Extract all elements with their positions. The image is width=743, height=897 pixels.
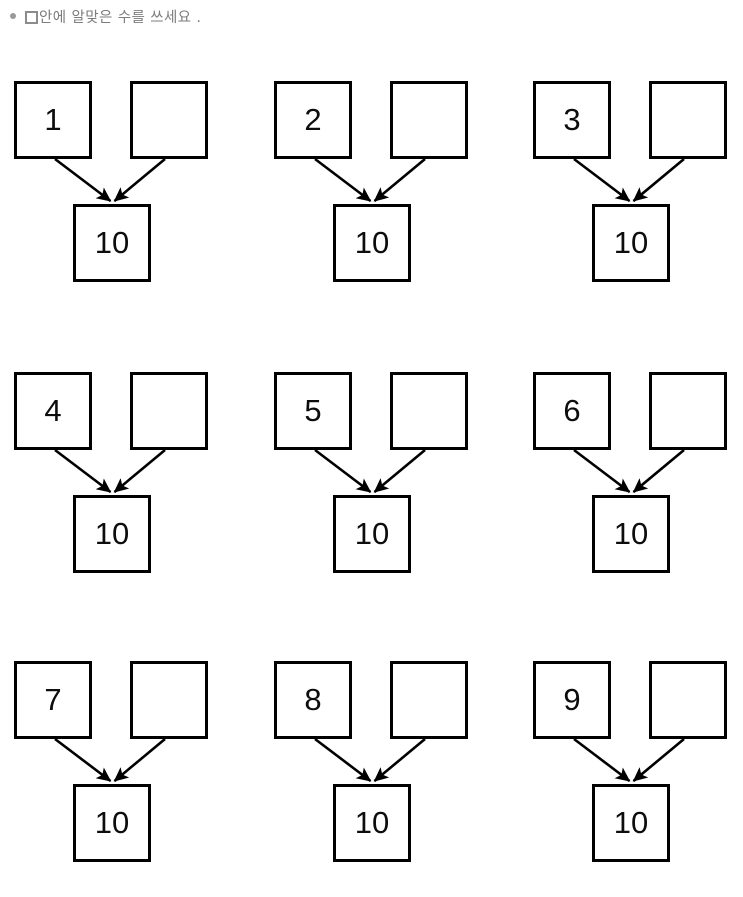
arrow-right-to-sum [632,738,685,782]
blank-square-icon [25,10,38,24]
arrow-left-to-sum [314,448,372,494]
addend-left-box-4[interactable]: 4 [14,372,92,450]
addend-left-box-8[interactable]: 8 [274,661,352,739]
number-bond-4: 4 10 [14,372,214,577]
addend-right-box-4[interactable] [130,372,208,450]
addend-right-box-7[interactable] [130,661,208,739]
number-bond-9: 9 10 [533,661,733,866]
bond-arrows-8 [314,737,426,783]
arrow-right-to-sum [373,738,426,782]
instruction-line: 안에 알맞은 수를 쓰세요 . [10,4,201,28]
number-bond-5: 5 10 [274,372,474,577]
addend-left-box-6[interactable]: 6 [533,372,611,450]
sum-box-8[interactable]: 10 [333,784,411,862]
addend-left-value-8: 8 [304,681,322,717]
bond-arrows-5 [314,448,426,494]
addend-left-box-1[interactable]: 1 [14,81,92,159]
addend-left-value-7: 7 [44,681,62,717]
arrow-left-to-sum [573,157,631,203]
number-bond-8: 8 10 [274,661,474,866]
addend-left-box-2[interactable]: 2 [274,81,352,159]
addend-right-box-5[interactable] [390,372,468,450]
arrow-right-to-sum [632,158,685,202]
sum-value-4: 10 [94,515,130,551]
sum-box-5[interactable]: 10 [333,495,411,573]
number-bond-1: 1 10 [14,81,214,286]
addend-right-box-8[interactable] [390,661,468,739]
addend-left-value-6: 6 [563,392,581,428]
addend-right-box-1[interactable] [130,81,208,159]
addend-left-value-4: 4 [44,392,62,428]
bond-arrows-9 [573,737,685,783]
bond-arrows-2 [314,157,426,203]
instruction-text: 안에 알맞은 수를 쓰세요 . [39,9,202,26]
arrow-right-to-sum [373,158,426,202]
sum-value-6: 10 [613,515,649,551]
sum-value-5: 10 [354,515,390,551]
addend-left-value-3: 3 [563,101,581,137]
number-bond-2: 2 10 [274,81,474,286]
addend-left-value-2: 2 [304,101,322,137]
arrow-left-to-sum [54,448,112,494]
arrow-left-to-sum [54,737,112,783]
bond-arrows-1 [54,157,166,203]
arrow-right-to-sum [113,449,166,493]
bond-arrows-7 [54,737,166,783]
arrow-right-to-sum [113,158,166,202]
addend-left-box-9[interactable]: 9 [533,661,611,739]
arrow-left-to-sum [573,737,631,783]
sum-value-8: 10 [354,804,390,840]
arrow-right-to-sum [373,449,426,493]
addend-left-box-7[interactable]: 7 [14,661,92,739]
bond-arrows-6 [573,448,685,494]
addend-left-value-1: 1 [44,101,62,137]
bullet-point-icon [10,13,16,19]
number-bond-7: 7 10 [14,661,214,866]
arrow-left-to-sum [54,157,112,203]
addend-left-value-9: 9 [563,681,581,717]
arrow-left-to-sum [314,737,372,783]
number-bond-6: 6 10 [533,372,733,577]
sum-value-9: 10 [613,804,649,840]
sum-value-7: 10 [94,804,130,840]
bond-arrows-4 [54,448,166,494]
sum-box-1[interactable]: 10 [73,204,151,282]
sum-value-3: 10 [613,224,649,260]
sum-box-9[interactable]: 10 [592,784,670,862]
sum-value-2: 10 [354,224,390,260]
arrow-right-to-sum [632,449,685,493]
addend-left-box-3[interactable]: 3 [533,81,611,159]
number-bond-3: 3 10 [533,81,733,286]
arrow-left-to-sum [573,448,631,494]
sum-box-6[interactable]: 10 [592,495,670,573]
sum-box-4[interactable]: 10 [73,495,151,573]
bond-arrows-3 [573,157,685,203]
addend-right-box-9[interactable] [649,661,727,739]
sum-box-3[interactable]: 10 [592,204,670,282]
addend-right-box-3[interactable] [649,81,727,159]
sum-box-2[interactable]: 10 [333,204,411,282]
addend-left-value-5: 5 [304,392,322,428]
addend-left-box-5[interactable]: 5 [274,372,352,450]
sum-box-7[interactable]: 10 [73,784,151,862]
sum-value-1: 10 [94,224,130,260]
arrow-right-to-sum [113,738,166,782]
addend-right-box-2[interactable] [390,81,468,159]
arrow-left-to-sum [314,157,372,203]
addend-right-box-6[interactable] [649,372,727,450]
